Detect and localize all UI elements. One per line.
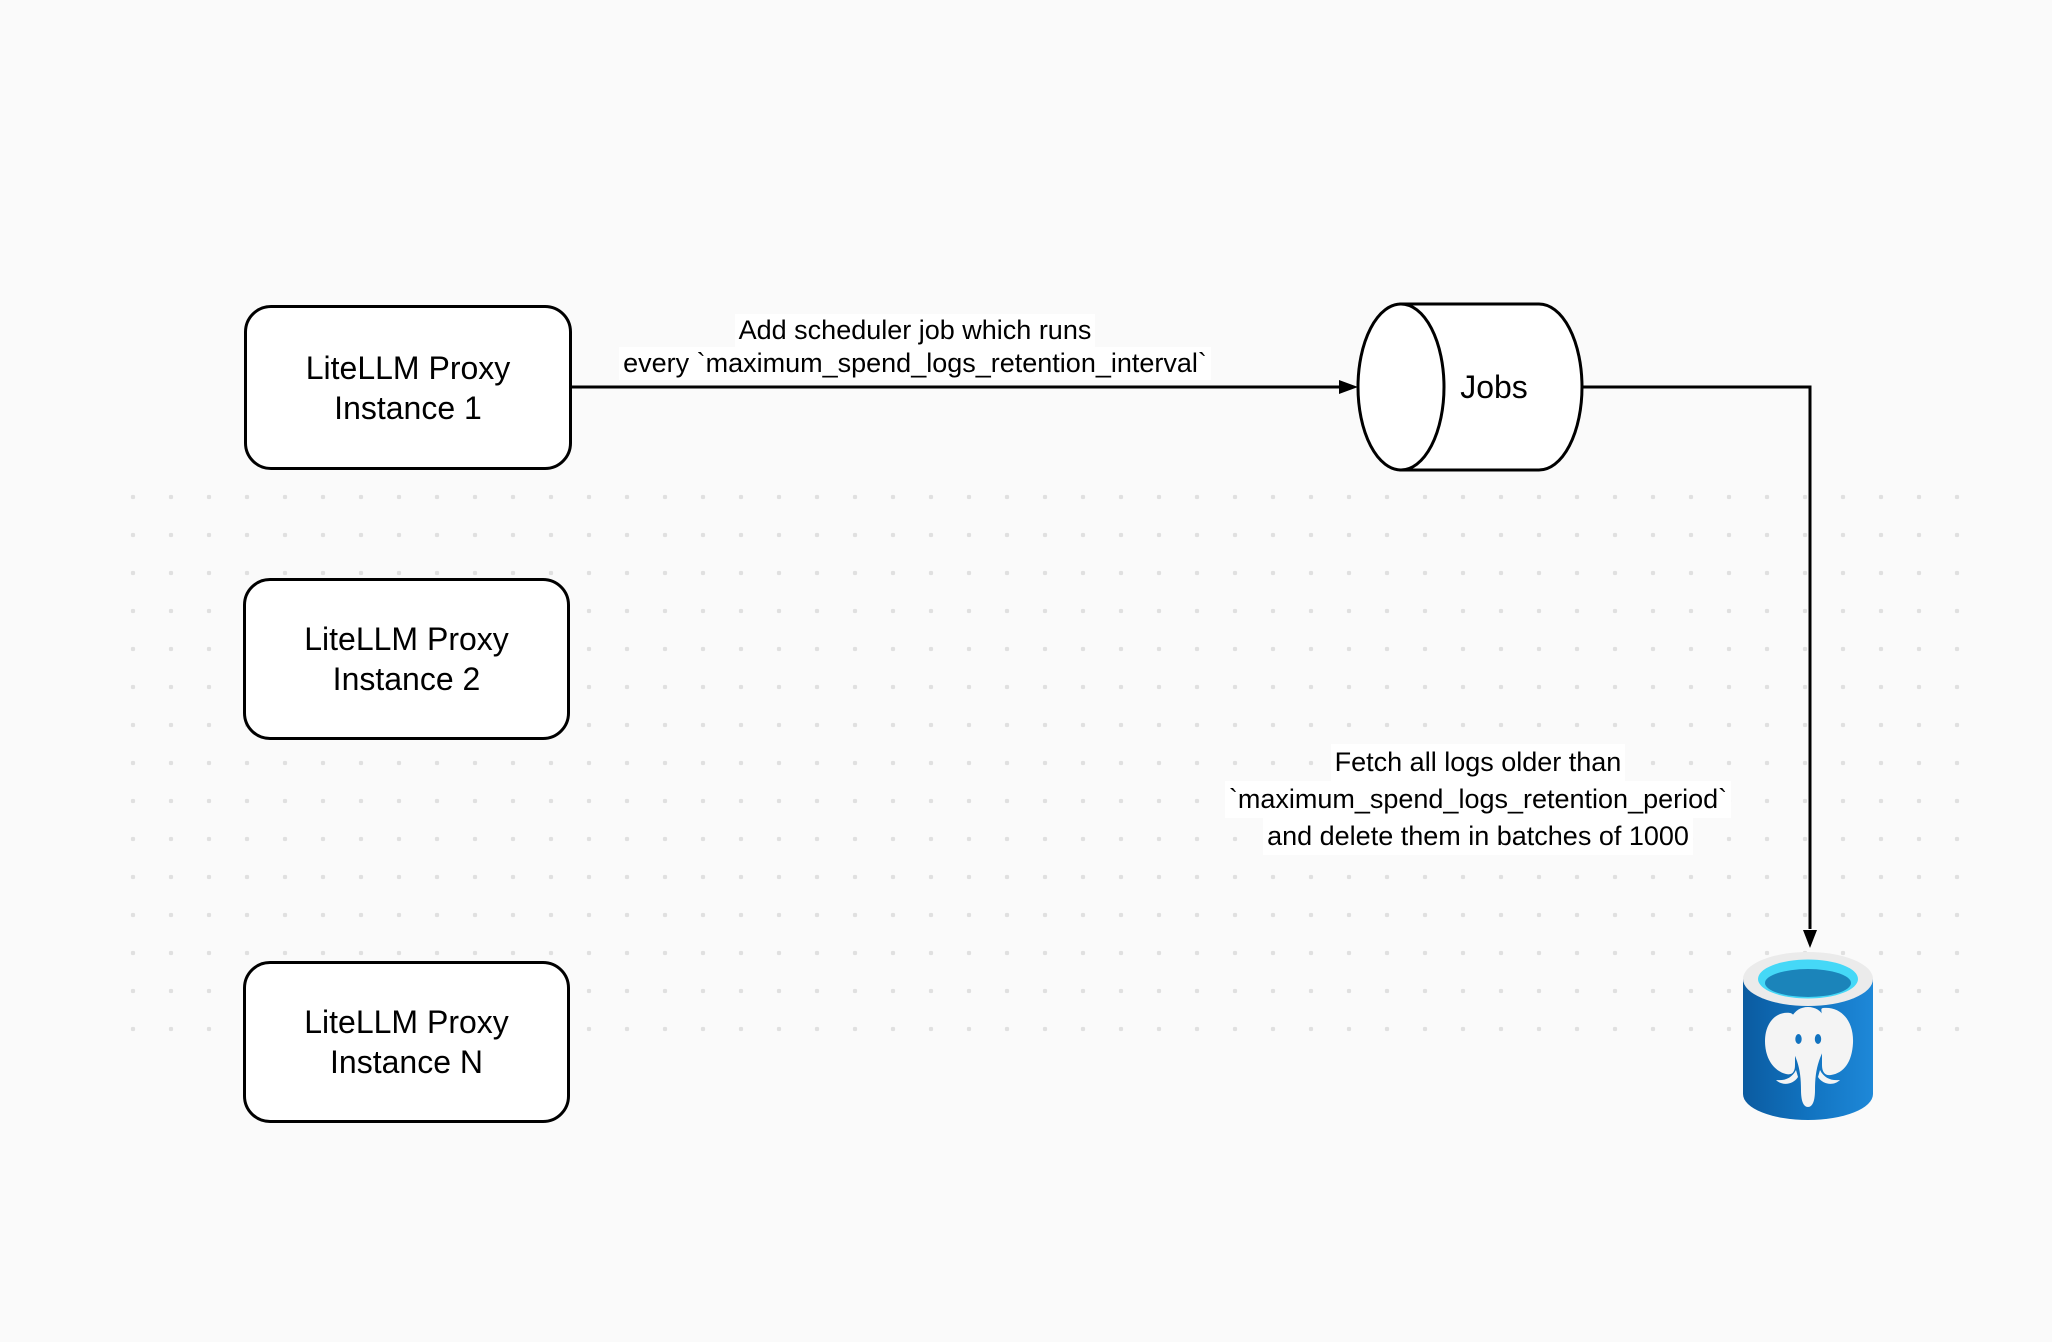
edge-label-line: Fetch all logs older than [1330, 744, 1626, 781]
arrowhead-down-icon [1803, 930, 1817, 948]
edge-label-line: `maximum_spend_logs_retention_period` [1224, 781, 1732, 818]
jobs-queue-label: Jobs [1460, 369, 1528, 405]
node-label-line: Instance 2 [332, 661, 481, 697]
edge-add-scheduler-job [572, 380, 1358, 394]
node-label-line: Instance 1 [334, 389, 482, 426]
edge-label-cleanup-job: Fetch all logs older than `maximum_spend… [1158, 744, 1798, 855]
arrowhead-right-icon [1339, 380, 1358, 394]
node-label-line: LiteLLM Proxy [304, 1004, 509, 1040]
node-label-line: LiteLLM Proxy [304, 621, 509, 657]
edge-label-line: and delete them in batches of 1000 [1263, 818, 1693, 855]
node-label-line: Instance N [330, 1044, 483, 1080]
elephant-eye-icon [1814, 1034, 1822, 1044]
node-litellm-proxy-instance-2: LiteLLM Proxy Instance 2 [243, 578, 570, 740]
edge-label-line: every `maximum_spend_logs_retention_inte… [619, 347, 1211, 380]
node-label-line: LiteLLM Proxy [305, 349, 511, 386]
dot-grid-background [114, 478, 1976, 1048]
edge-cleanup-job [1582, 385, 1817, 948]
edge-label-add-scheduler-job: Add scheduler job which runs every `maxi… [565, 314, 1265, 380]
elephant-eye-icon [1795, 1034, 1802, 1044]
postgresql-database-icon [1743, 952, 1873, 1120]
node-litellm-proxy-instance-1: LiteLLM Proxy Instance 1 [244, 305, 572, 470]
edge-label-line: Add scheduler job which runs [734, 314, 1096, 347]
postgres-elephant-icon [1765, 1007, 1854, 1107]
node-litellm-proxy-instance-n: LiteLLM Proxy Instance N [243, 961, 570, 1123]
jobs-queue-cylinder [1356, 302, 1584, 472]
